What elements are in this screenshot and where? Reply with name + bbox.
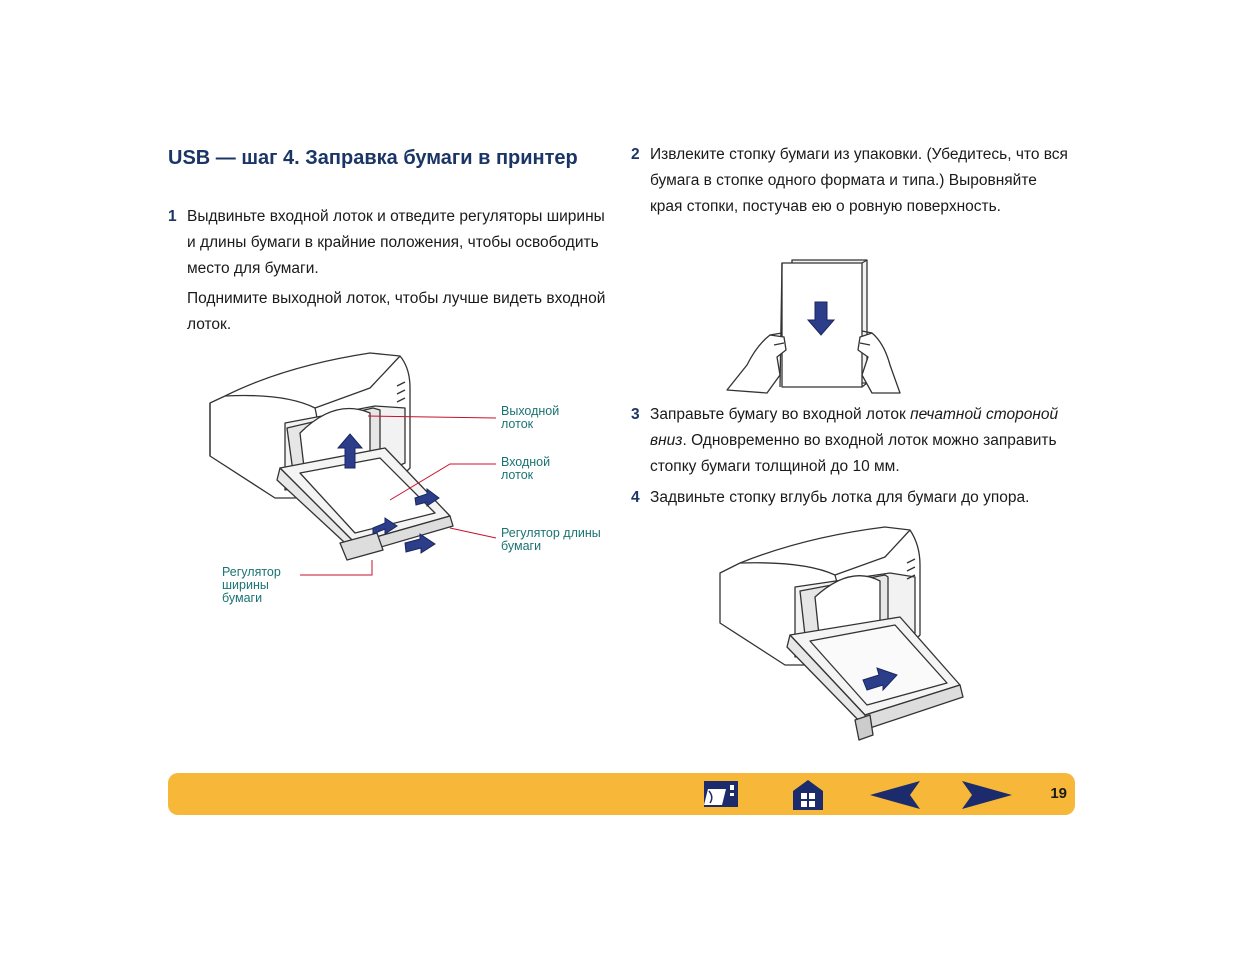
arrow-left-icon[interactable] (868, 780, 924, 815)
step-text: Выдвиньте входной лоток и отведите регул… (187, 208, 605, 277)
navigation-bar: 19 (168, 773, 1075, 815)
step-number: 4 (631, 489, 640, 506)
printer-icon[interactable] (700, 779, 742, 814)
step-4: 4 Задвиньте стопку вглубь лотка для бума… (631, 485, 1071, 511)
step-3: 3 Заправьте бумагу во входной лоток печа… (631, 402, 1071, 480)
callout-output-tray: Выходной лоток (501, 404, 560, 431)
printer-loaded-illustration (719, 526, 964, 741)
arrow-right-icon[interactable] (958, 780, 1014, 815)
step-2: 2 Извлеките стопку бумаги из упаковки. (… (631, 142, 1071, 220)
step-1: 1 Выдвиньте входной лоток и отведите рег… (168, 204, 608, 338)
step-text: Извлеките стопку бумаги из упаковки. (Уб… (650, 146, 1068, 215)
step-text-emphasis: печатной стороной вниз (650, 406, 1059, 449)
step-number: 2 (631, 146, 640, 163)
step-text: Заправьте бумагу во входной лоток печатн… (650, 402, 1071, 480)
page-number: 19 (1050, 785, 1067, 802)
step-text-part: Заправьте бумагу во входной лоток (650, 406, 911, 423)
callout-input-tray: Входной лоток (501, 455, 551, 482)
paper-stack-illustration (726, 259, 901, 394)
home-icon[interactable] (791, 779, 825, 816)
step-number: 3 (631, 406, 640, 423)
callout-leader-lines (300, 415, 497, 576)
callout-width-guide: Регулятор ширины бумаги (222, 565, 281, 605)
printer-trays-illustration (209, 352, 454, 561)
step-text-part: . Одновременно во входной лоток можно за… (650, 432, 1057, 475)
step-text: Поднимите выходной лоток, чтобы лучше ви… (187, 290, 606, 333)
step-text: Задвиньте стопку вглубь лотка для бумаги… (650, 489, 1030, 506)
page-title: USB — шаг 4. Заправка бумаги в принтер (168, 147, 578, 169)
step-number: 1 (168, 208, 177, 225)
callout-length-guide: Регулятор длины бумаги (501, 526, 601, 553)
